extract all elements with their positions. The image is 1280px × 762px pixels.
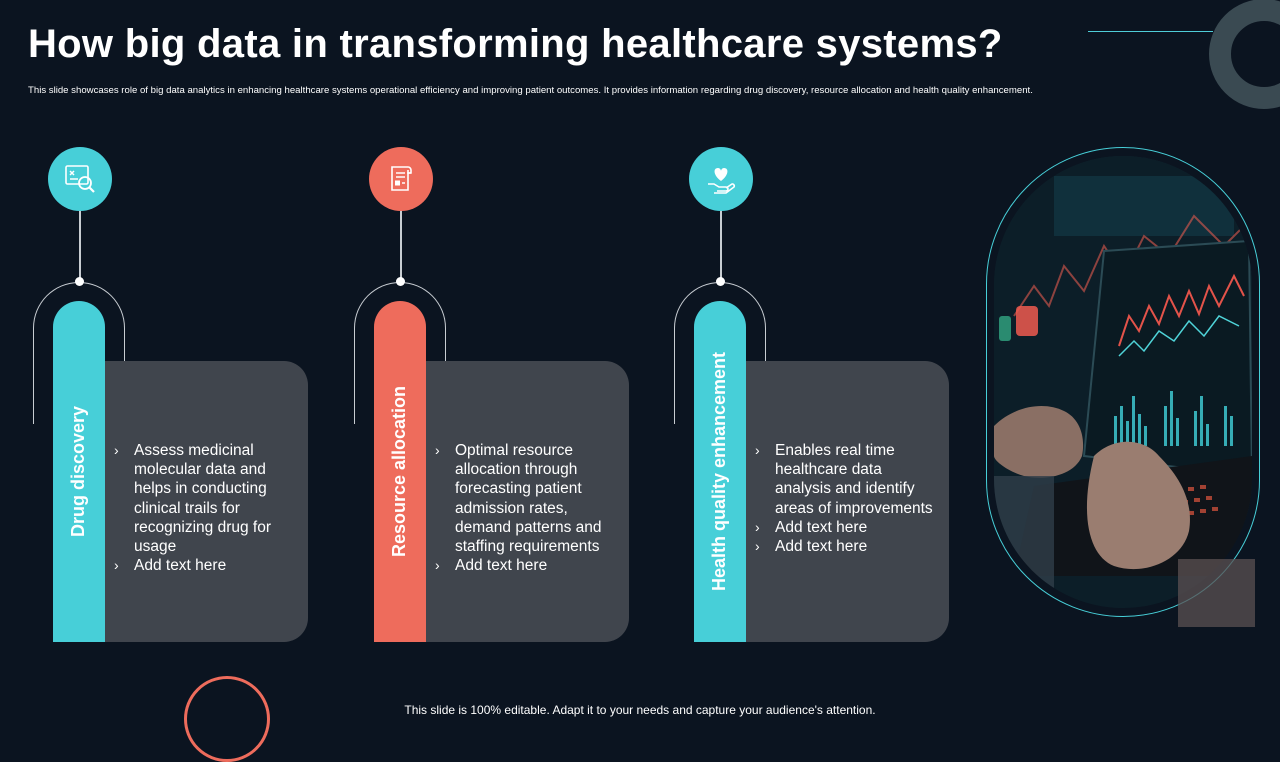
list-item: ›Optimal resource allocation through for…	[435, 442, 602, 556]
list-item: ›Add text here	[114, 557, 227, 575]
list-item: ›Enables real time healthcare data analy…	[755, 442, 933, 517]
content-panel	[79, 361, 308, 642]
content-panel	[720, 361, 949, 642]
label-pill	[694, 301, 746, 642]
card-label: Resource allocation	[389, 385, 410, 558]
connector-line	[400, 211, 402, 281]
hand-heart-icon	[689, 147, 753, 211]
decorative-ring-bottom	[184, 676, 270, 762]
list-item: ›Assess medicinal molecular data and hel…	[114, 442, 271, 556]
card-label: Drug discovery	[68, 405, 89, 538]
document-list-icon	[369, 147, 433, 211]
card-resource-allocation: Resource allocation ›Optimal resource al…	[354, 147, 654, 642]
label-pill	[374, 301, 426, 642]
card-drug-discovery: Drug discovery ›Assess medicinal molecul…	[33, 147, 333, 642]
title-accent-line	[1088, 31, 1213, 32]
bullet-list: ›Optimal resource allocation through for…	[435, 441, 615, 575]
label-pill	[53, 301, 105, 642]
list-item: ›Add text here	[435, 557, 548, 575]
photo-frame	[986, 147, 1260, 617]
connector-dot	[75, 277, 84, 286]
slide-title: How big data in transforming healthcare …	[28, 22, 1003, 66]
laptop-trading-photo	[994, 156, 1252, 608]
content-panel	[400, 361, 629, 642]
data-analysis-icon	[48, 147, 112, 211]
bullet-list: ›Assess medicinal molecular data and hel…	[114, 441, 294, 575]
connector-dot	[396, 277, 405, 286]
list-item: ›Add text here	[755, 538, 868, 556]
bullet-list: ›Enables real time healthcare data analy…	[755, 441, 935, 556]
slide-subtitle: This slide showcases role of big data an…	[28, 85, 1033, 96]
card-label: Health quality enhancement	[709, 351, 730, 592]
list-item: ›Add text here	[755, 518, 868, 536]
connector-line	[79, 211, 81, 281]
slide-footer: This slide is 100% editable. Adapt it to…	[404, 703, 876, 717]
connector-dot	[716, 277, 725, 286]
card-health-quality: Health quality enhancement ›Enables real…	[674, 147, 974, 642]
connector-line	[720, 211, 722, 281]
decorative-square	[1178, 559, 1255, 627]
